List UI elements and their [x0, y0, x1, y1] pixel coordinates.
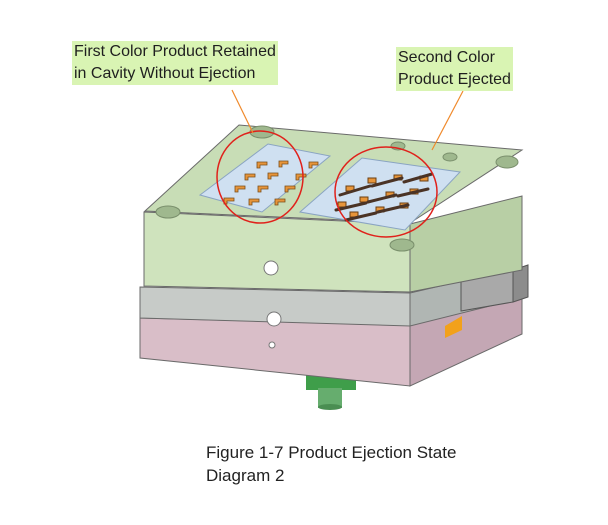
first-callout-line2: in Cavity Without Ejection: [74, 65, 256, 82]
figure-caption: Figure 1-7 Product Ejection State Diagra…: [206, 441, 456, 487]
ejected-parts: [334, 172, 434, 222]
first-color-callout: First Color Product Retained in Cavity W…: [72, 41, 278, 85]
caption-line1: Figure 1-7 Product Ejection State: [206, 443, 457, 462]
second-callout-line1: Second Color: [398, 49, 495, 66]
second-color-callout: Second Color Product Ejected: [396, 47, 513, 91]
first-callout-line1: First Color Product Retained: [74, 43, 276, 60]
right-highlight-ring: [334, 146, 438, 238]
bottom-plate: [139, 297, 523, 387]
left-highlight-ring: [216, 130, 304, 224]
second-callout-line2: Product Ejected: [398, 71, 511, 88]
right-leader-line: [431, 90, 464, 151]
left-leader-line: [231, 89, 254, 134]
caption-line2: Diagram 2: [206, 466, 285, 485]
side-marker: [445, 316, 462, 338]
